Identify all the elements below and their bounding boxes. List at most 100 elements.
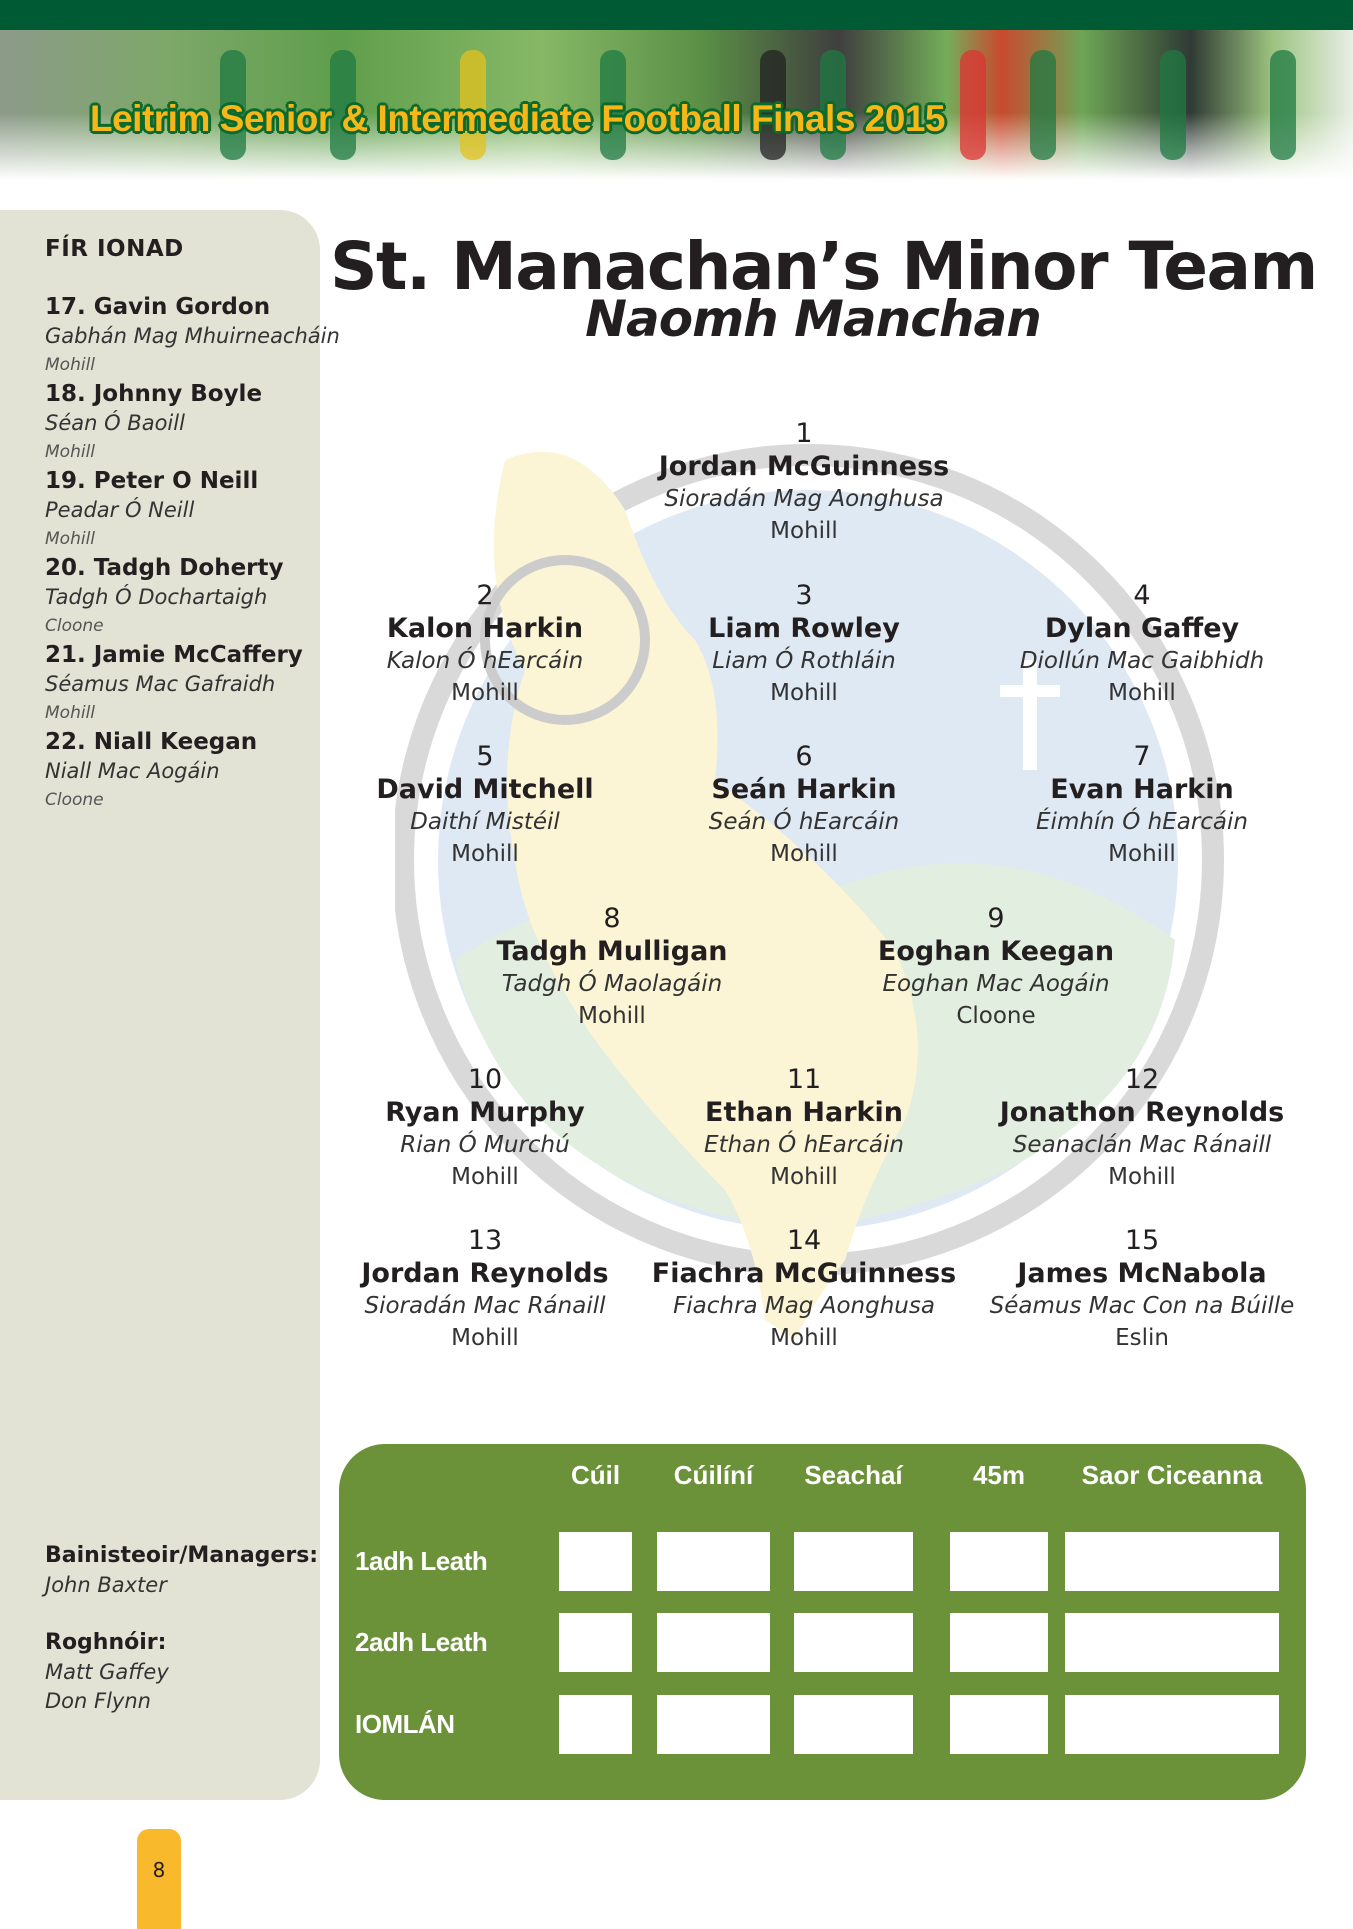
page-title: St. Manachan’s Minor Team xyxy=(330,228,1318,305)
player-number: 11 xyxy=(786,1064,822,1095)
player-irish-name: Seán Ó hEarcáin xyxy=(708,809,900,835)
score-cell[interactable] xyxy=(1065,1695,1279,1754)
score-cell[interactable] xyxy=(1065,1532,1279,1591)
substitute-irish-name: Niall Mac Aogáin xyxy=(45,759,220,783)
player-number: 5 xyxy=(476,741,494,772)
player-club: Mohill xyxy=(1108,841,1176,867)
player-club: Eslin xyxy=(1115,1325,1169,1351)
score-cell[interactable] xyxy=(794,1532,913,1591)
player-number: 1 xyxy=(795,418,813,449)
player-name: Fiachra McGuinness xyxy=(651,1258,957,1289)
page-number: 8 xyxy=(152,1858,166,1882)
player-irish-name: Séamus Mac Con na Búille xyxy=(989,1293,1295,1319)
player-club: Mohill xyxy=(451,841,519,867)
substitute-name: 22. Niall Keegan xyxy=(45,729,258,755)
score-cell[interactable] xyxy=(1065,1613,1279,1672)
score-cell[interactable] xyxy=(559,1613,632,1672)
player-club: Mohill xyxy=(770,680,838,706)
score-cell[interactable] xyxy=(657,1532,770,1591)
substitute-name: 18. Johnny Boyle xyxy=(45,381,263,407)
score-cell[interactable] xyxy=(950,1613,1048,1672)
player-club: Mohill xyxy=(1108,1164,1176,1190)
substitute-irish-name: Tadgh Ó Dochartaigh xyxy=(45,585,268,609)
column-header-2: Seachaí xyxy=(804,1460,903,1490)
score-cell[interactable] xyxy=(657,1695,770,1754)
player-club: Mohill xyxy=(451,1164,519,1190)
player-number: 2 xyxy=(476,580,494,611)
column-header-0: Cúil xyxy=(570,1460,621,1490)
column-header-1: Cúilíní xyxy=(673,1460,754,1490)
substitutes-sidebar xyxy=(0,210,320,1800)
substitute-irish-name: Gabhán Mag Mhuirneacháin xyxy=(45,324,340,348)
player-irish-name: Daithí Mistéil xyxy=(410,809,560,835)
player-irish-name: Ethan Ó hEarcáin xyxy=(704,1132,904,1158)
player-irish-name: Seanaclán Mac Ránaill xyxy=(1012,1132,1272,1158)
substitute-irish-name: Séan Ó Baoill xyxy=(45,411,185,435)
player-irish-name: Liam Ó Rothláin xyxy=(712,648,896,674)
player-number: 7 xyxy=(1133,741,1151,772)
score-cell[interactable] xyxy=(559,1695,632,1754)
player-irish-name: Eoghan Mac Aogáin xyxy=(882,971,1110,997)
player-name: Evan Harkin xyxy=(1050,774,1234,805)
score-cell[interactable] xyxy=(559,1532,632,1591)
player-number: 13 xyxy=(467,1225,503,1256)
player-name: James McNabola xyxy=(1017,1258,1267,1289)
player-irish-name: Éimhín Ó hEarcáin xyxy=(1036,809,1248,835)
substitute-name: 20. Tadgh Doherty xyxy=(45,555,284,581)
row-label-0: 1adh Leath xyxy=(355,1546,488,1576)
page-number-tab xyxy=(137,1829,181,1929)
column-header-4: Saor Ciceanna xyxy=(1081,1460,1263,1490)
top-green-band xyxy=(0,0,1353,34)
player-irish-name: Sioradán Mag Aonghusa xyxy=(664,486,944,512)
player-number: 15 xyxy=(1124,1225,1160,1256)
substitute-club: Mohill xyxy=(45,442,96,462)
substitute-irish-name: Peadar Ó Neill xyxy=(45,498,195,522)
player-irish-name: Kalon Ó hEarcáin xyxy=(386,648,584,674)
substitutes-heading: FÍR IONAD xyxy=(45,236,184,262)
substitute-club: Mohill xyxy=(45,529,96,549)
player-name: Jonathon Reynolds xyxy=(999,1097,1285,1128)
selector-name: Matt Gaffey xyxy=(45,1660,169,1684)
player-name: Tadgh Mulligan xyxy=(496,936,728,967)
manager-name: John Baxter xyxy=(45,1573,167,1597)
player-club: Mohill xyxy=(1108,680,1176,706)
player-club: Mohill xyxy=(451,680,519,706)
player-number: 14 xyxy=(786,1225,822,1256)
substitute-club: Mohill xyxy=(45,703,96,723)
page-subtitle: Naomh Manchan xyxy=(585,290,1042,348)
score-cell[interactable] xyxy=(794,1613,913,1672)
score-cell[interactable] xyxy=(950,1695,1048,1754)
player-number: 4 xyxy=(1133,580,1151,611)
score-cell[interactable] xyxy=(794,1695,913,1754)
player-club: Mohill xyxy=(770,841,838,867)
player-name: Ryan Murphy xyxy=(385,1097,585,1128)
player-irish-name: Diollún Mac Gaibhidh xyxy=(1019,648,1265,674)
managers-label: Bainisteoir/Managers: xyxy=(45,1543,319,1568)
player-number: 12 xyxy=(1124,1064,1160,1095)
score-cell[interactable] xyxy=(950,1532,1048,1591)
player-name: Liam Rowley xyxy=(708,613,900,644)
player-number: 9 xyxy=(987,903,1005,934)
player-number: 10 xyxy=(467,1064,503,1095)
player-name: Ethan Harkin xyxy=(705,1097,903,1128)
row-label-1: 2adh Leath xyxy=(355,1627,488,1657)
score-cell[interactable] xyxy=(657,1613,770,1672)
substitute-name: 21. Jamie McCaffery xyxy=(45,642,303,668)
player-irish-name: Rian Ó Murchú xyxy=(400,1132,570,1158)
banner-title: Leitrim Senior & Intermediate Football F… xyxy=(90,98,946,139)
player-irish-name: Tadgh Ó Maolagáin xyxy=(501,971,723,997)
player-name: Seán Harkin xyxy=(711,774,897,805)
player-name: Jordan Reynolds xyxy=(361,1258,609,1289)
player-club: Mohill xyxy=(770,1325,838,1351)
